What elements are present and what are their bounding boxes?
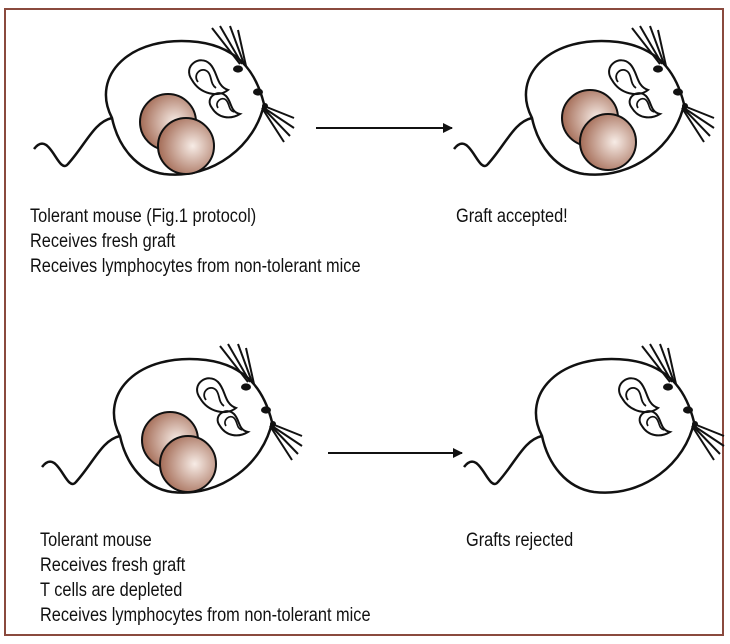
caption-line: Receives fresh graft [40,553,371,578]
mouse-right-1 [454,26,714,175]
caption-panel1-left: Tolerant mouse (Fig.1 protocol) Receives… [30,204,361,279]
mouse-right-2 [464,344,724,493]
caption-line: T cells are depleted [40,578,371,603]
caption-line: Tolerant mouse (Fig.1 protocol) [30,204,361,229]
caption-line: Receives lymphocytes from non-tolerant m… [30,254,361,279]
caption-line: Grafts rejected [466,528,573,553]
mouse-left-2 [42,344,302,493]
caption-line: Receives fresh graft [30,229,361,254]
caption-panel1-right: Graft accepted! [456,204,568,229]
caption-panel2-right: Grafts rejected [466,528,573,553]
mouse-left-1 [34,26,294,175]
caption-line: Receives lymphocytes from non-tolerant m… [40,603,371,628]
caption-line: Graft accepted! [456,204,568,229]
caption-line: Tolerant mouse [40,528,371,553]
caption-panel2-left: Tolerant mouse Receives fresh graft T ce… [40,528,371,628]
